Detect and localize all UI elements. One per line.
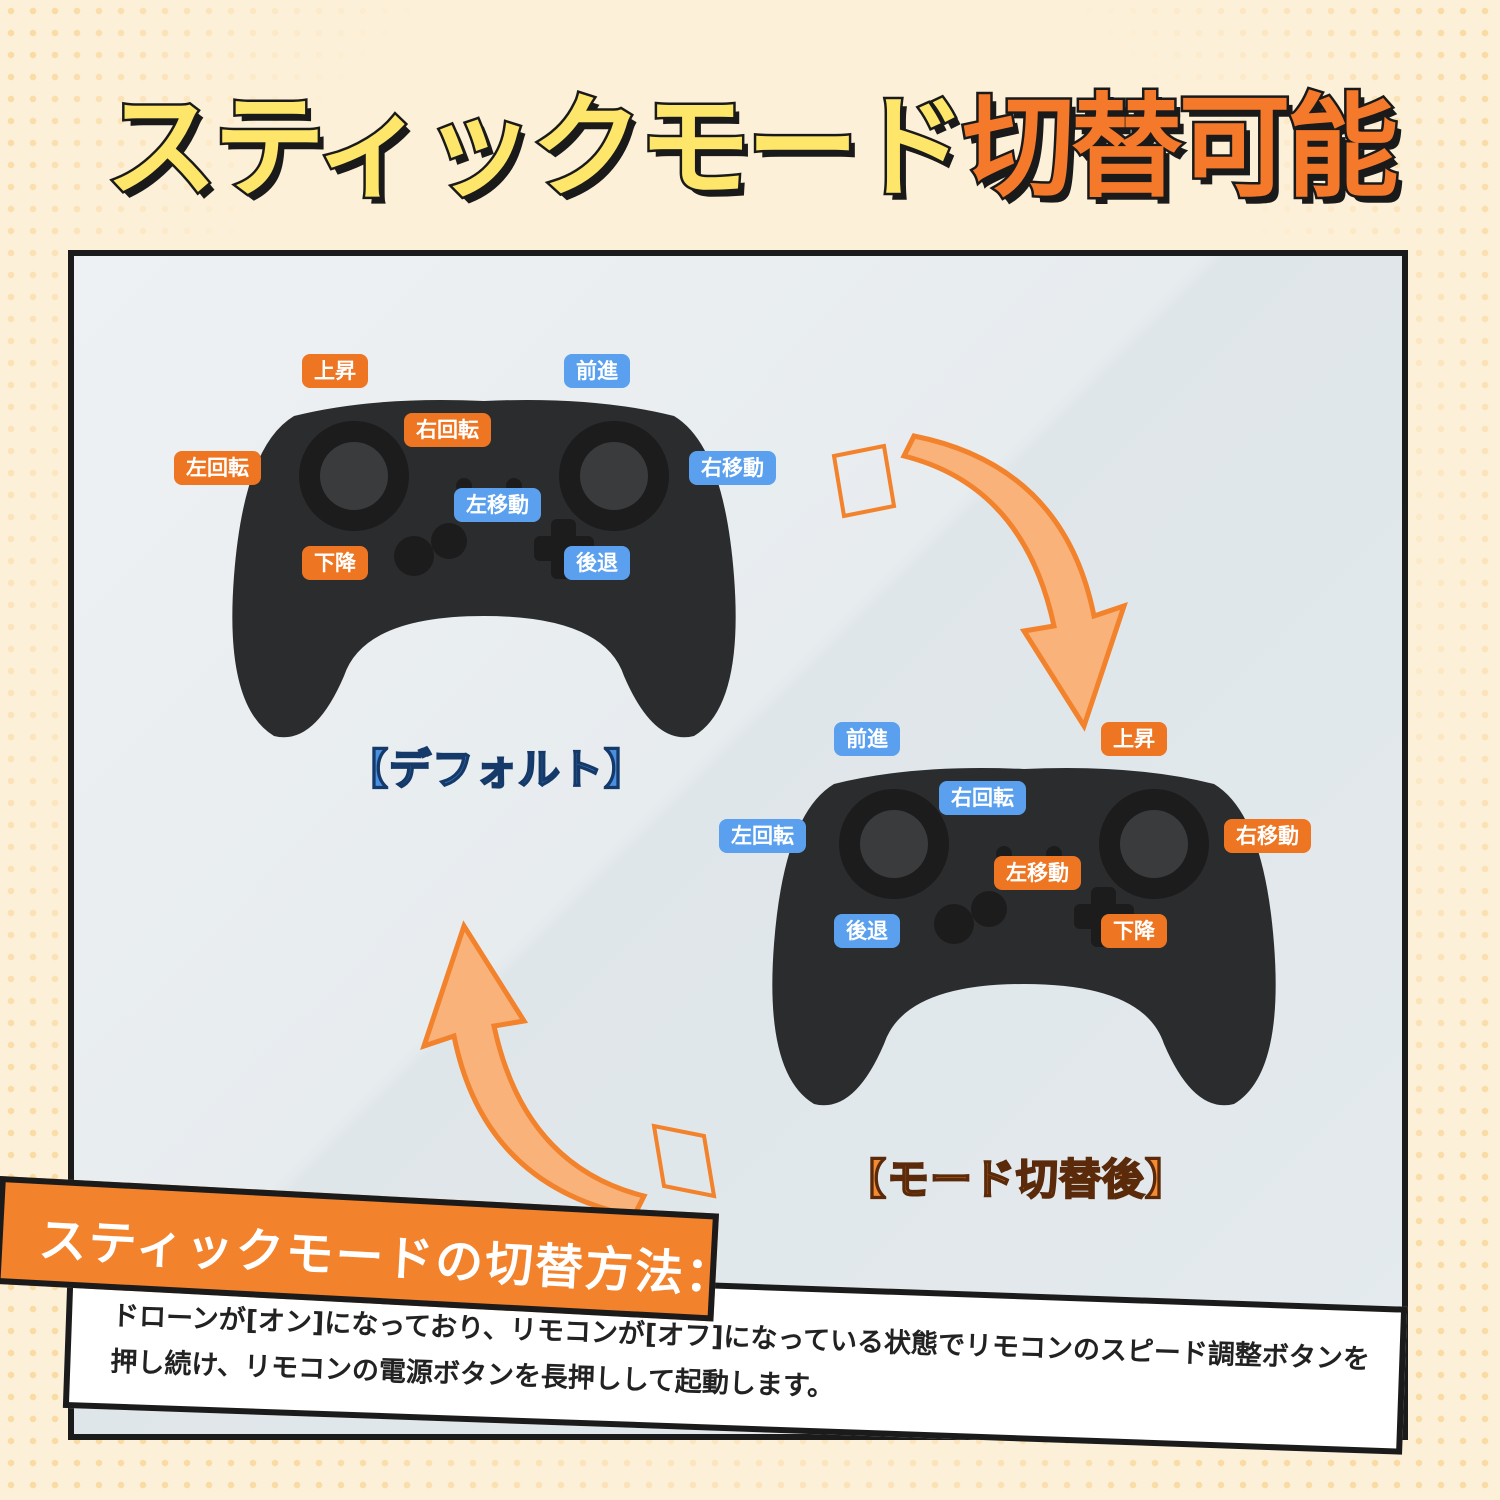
switch-arrow-icon [831,433,1128,732]
headline-part1: スティックモード [103,83,969,213]
mode-label-default: 【デフォルト】 [345,744,648,795]
tag-left-left: 左回転 [719,819,806,853]
tag-left-left: 左回転 [174,451,261,485]
headline: スティックモード切替可能 [0,90,1500,207]
mode-label-switched: 【モード切替後】 [843,1154,1189,1205]
tag-left-down: 後退 [834,914,900,948]
tag-left-down: 下降 [302,546,368,580]
instructions-body: ドローンが[オン]になっており、リモコンが[オフ]になっている状態でリモコンのス… [109,1300,1371,1403]
switch-back-arrow-icon [420,920,717,1219]
headline-part2: 切替可能 [960,83,1401,213]
instructions-title: スティックモードの切替方法： [37,1212,737,1305]
controller-switched: 前進 後退 左回転 右回転 上昇 下降 左移動 右移動 [719,722,1311,1124]
tag-right-right: 右移動 [689,451,776,485]
tag-left-up: 前進 [834,722,900,756]
tag-left-right: 右回転 [404,413,491,447]
controller-default: 上昇 下降 左回転 右回転 前進 後退 左移動 右移動 [174,354,776,756]
tag-right-down: 後退 [564,546,630,580]
gamepad-icon [232,400,736,738]
tag-left-right: 右回転 [939,781,1026,815]
tag-right-left: 左移動 [454,488,541,522]
tag-right-left: 左移動 [994,856,1081,890]
tag-right-up: 前進 [564,354,630,388]
tag-right-right: 右移動 [1224,819,1311,853]
tag-right-up: 上昇 [1101,722,1167,756]
tag-right-down: 下降 [1101,914,1167,948]
illustration-panel: 上昇 下降 左回転 右回転 前進 後退 左移動 右移動 【デフォルト】 前進 後… [68,250,1408,1440]
tag-left-up: 上昇 [302,354,368,388]
